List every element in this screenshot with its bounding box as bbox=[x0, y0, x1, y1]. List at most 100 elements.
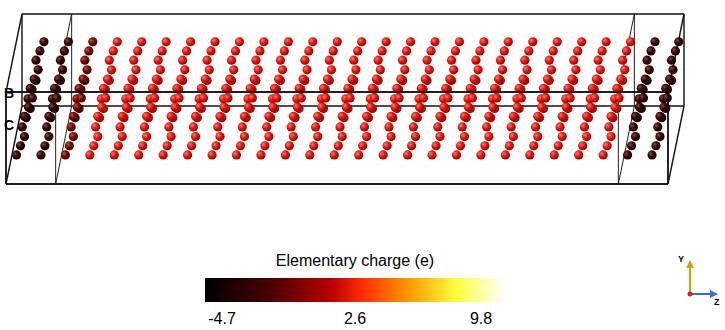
cell-outline bbox=[22, 105, 684, 106]
atom bbox=[287, 122, 296, 131]
atom bbox=[325, 56, 334, 65]
atom bbox=[645, 65, 654, 74]
atom bbox=[69, 132, 78, 141]
atom bbox=[390, 103, 399, 112]
atom bbox=[289, 132, 298, 141]
atom bbox=[610, 103, 619, 112]
atom bbox=[659, 103, 668, 112]
atom bbox=[547, 65, 556, 74]
atom bbox=[67, 122, 76, 131]
atom bbox=[665, 74, 674, 83]
atom bbox=[311, 122, 320, 131]
atom bbox=[445, 74, 454, 83]
atom bbox=[183, 150, 192, 159]
atom bbox=[602, 37, 611, 46]
atom bbox=[642, 56, 651, 65]
atom bbox=[278, 65, 287, 74]
atom bbox=[52, 93, 61, 102]
atom bbox=[529, 141, 538, 150]
atom bbox=[256, 150, 265, 159]
atom bbox=[152, 74, 161, 83]
atom bbox=[105, 56, 114, 65]
atom bbox=[674, 37, 683, 46]
atom bbox=[34, 65, 43, 74]
atom bbox=[236, 141, 245, 150]
atom bbox=[342, 103, 351, 112]
atom bbox=[614, 93, 623, 102]
atom bbox=[122, 103, 131, 112]
atom bbox=[186, 37, 195, 46]
atom bbox=[646, 46, 655, 55]
atom bbox=[639, 93, 648, 102]
atom bbox=[400, 65, 409, 74]
atom bbox=[537, 103, 546, 112]
atom bbox=[213, 122, 222, 131]
atom bbox=[629, 122, 638, 131]
atom bbox=[362, 132, 371, 141]
atom bbox=[215, 112, 224, 121]
atom bbox=[586, 103, 595, 112]
atom bbox=[54, 74, 63, 83]
atom bbox=[425, 65, 434, 74]
atom bbox=[653, 122, 662, 131]
atom bbox=[482, 122, 491, 131]
atom bbox=[573, 46, 582, 55]
atom bbox=[180, 65, 189, 74]
atom bbox=[396, 74, 405, 83]
atom bbox=[110, 150, 119, 159]
atom bbox=[370, 93, 379, 102]
atom bbox=[39, 37, 48, 46]
cell-outline bbox=[668, 106, 684, 184]
atom bbox=[219, 103, 228, 112]
atom bbox=[550, 150, 559, 159]
atom bbox=[276, 56, 285, 65]
atom bbox=[468, 93, 477, 102]
atom bbox=[578, 141, 587, 150]
atom bbox=[254, 65, 263, 74]
atom bbox=[651, 141, 660, 150]
cell-outline bbox=[6, 91, 668, 92]
atom bbox=[606, 132, 615, 141]
atom bbox=[590, 93, 599, 102]
atom bbox=[61, 150, 70, 159]
atom bbox=[317, 103, 326, 112]
atom bbox=[603, 141, 612, 150]
atom bbox=[596, 65, 605, 74]
atom bbox=[109, 46, 118, 55]
colorbar bbox=[205, 278, 505, 302]
atom bbox=[150, 93, 159, 102]
atom bbox=[562, 103, 571, 112]
atom bbox=[30, 74, 39, 83]
atom bbox=[599, 150, 608, 159]
atom bbox=[227, 56, 236, 65]
atom bbox=[435, 132, 444, 141]
atom bbox=[533, 132, 542, 141]
atom bbox=[358, 141, 367, 150]
atom bbox=[353, 46, 362, 55]
atom bbox=[655, 132, 664, 141]
atom bbox=[471, 56, 480, 65]
atom bbox=[240, 132, 249, 141]
atom bbox=[264, 132, 273, 141]
atom bbox=[48, 103, 57, 112]
atom bbox=[360, 122, 369, 131]
atom bbox=[284, 37, 293, 46]
atom bbox=[42, 122, 51, 131]
atom bbox=[260, 141, 269, 150]
atom bbox=[379, 150, 388, 159]
atom bbox=[351, 65, 360, 74]
atom bbox=[297, 93, 306, 102]
atom bbox=[115, 122, 124, 131]
tick-label: 2.6 bbox=[344, 310, 366, 328]
atom bbox=[187, 141, 196, 150]
atom bbox=[507, 122, 516, 131]
atom bbox=[289, 112, 298, 121]
atom bbox=[12, 150, 21, 159]
atom bbox=[78, 74, 87, 83]
atom bbox=[543, 74, 552, 83]
atom bbox=[158, 46, 167, 55]
atom bbox=[304, 46, 313, 55]
cell-outline bbox=[683, 14, 684, 106]
atom bbox=[372, 74, 381, 83]
atom bbox=[524, 46, 533, 55]
